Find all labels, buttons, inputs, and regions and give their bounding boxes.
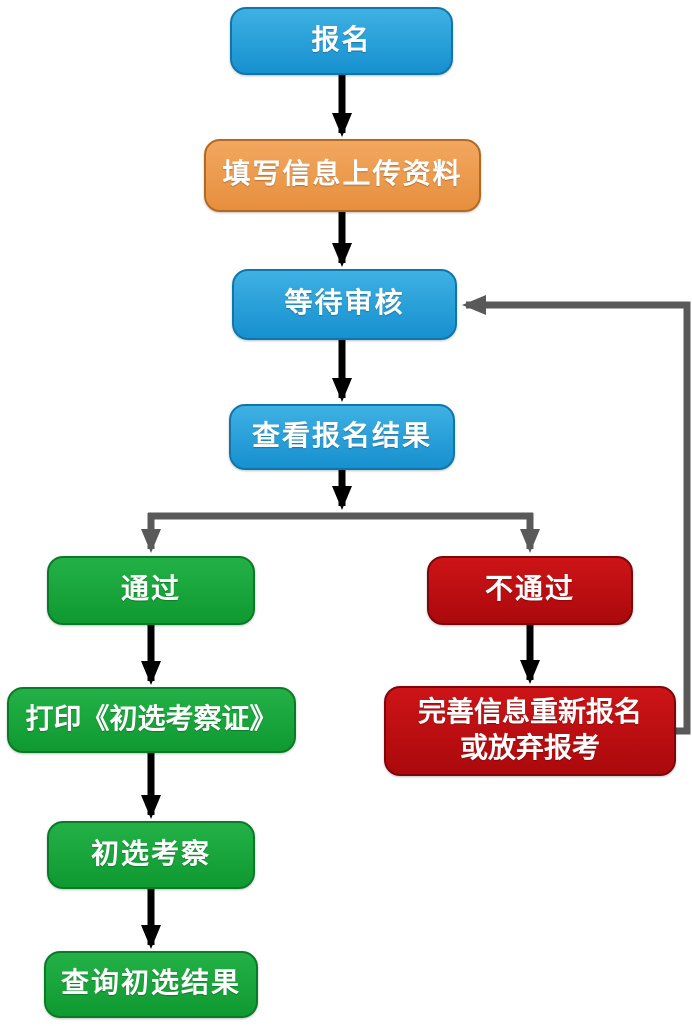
- node-fill-info-upload: 填写信息上传资料: [204, 139, 481, 212]
- node-print-certificate: 打印《初选考察证》: [7, 687, 296, 753]
- node-redo-or-abandon: 完善信息重新报名 或放弃报考: [384, 686, 676, 776]
- node-wait-review: 等待审核: [232, 269, 457, 340]
- node-view-registration-result: 查看报名结果: [229, 404, 455, 470]
- gray-connectors: [141, 295, 691, 735]
- black-arrows: [141, 75, 540, 949]
- node-register: 报名: [230, 7, 453, 75]
- node-query-preliminary-result: 查询初选结果: [44, 951, 258, 1018]
- node-pass: 通过: [47, 556, 255, 625]
- node-fail: 不通过: [427, 556, 633, 625]
- node-preliminary-inspection: 初选考察: [47, 821, 255, 889]
